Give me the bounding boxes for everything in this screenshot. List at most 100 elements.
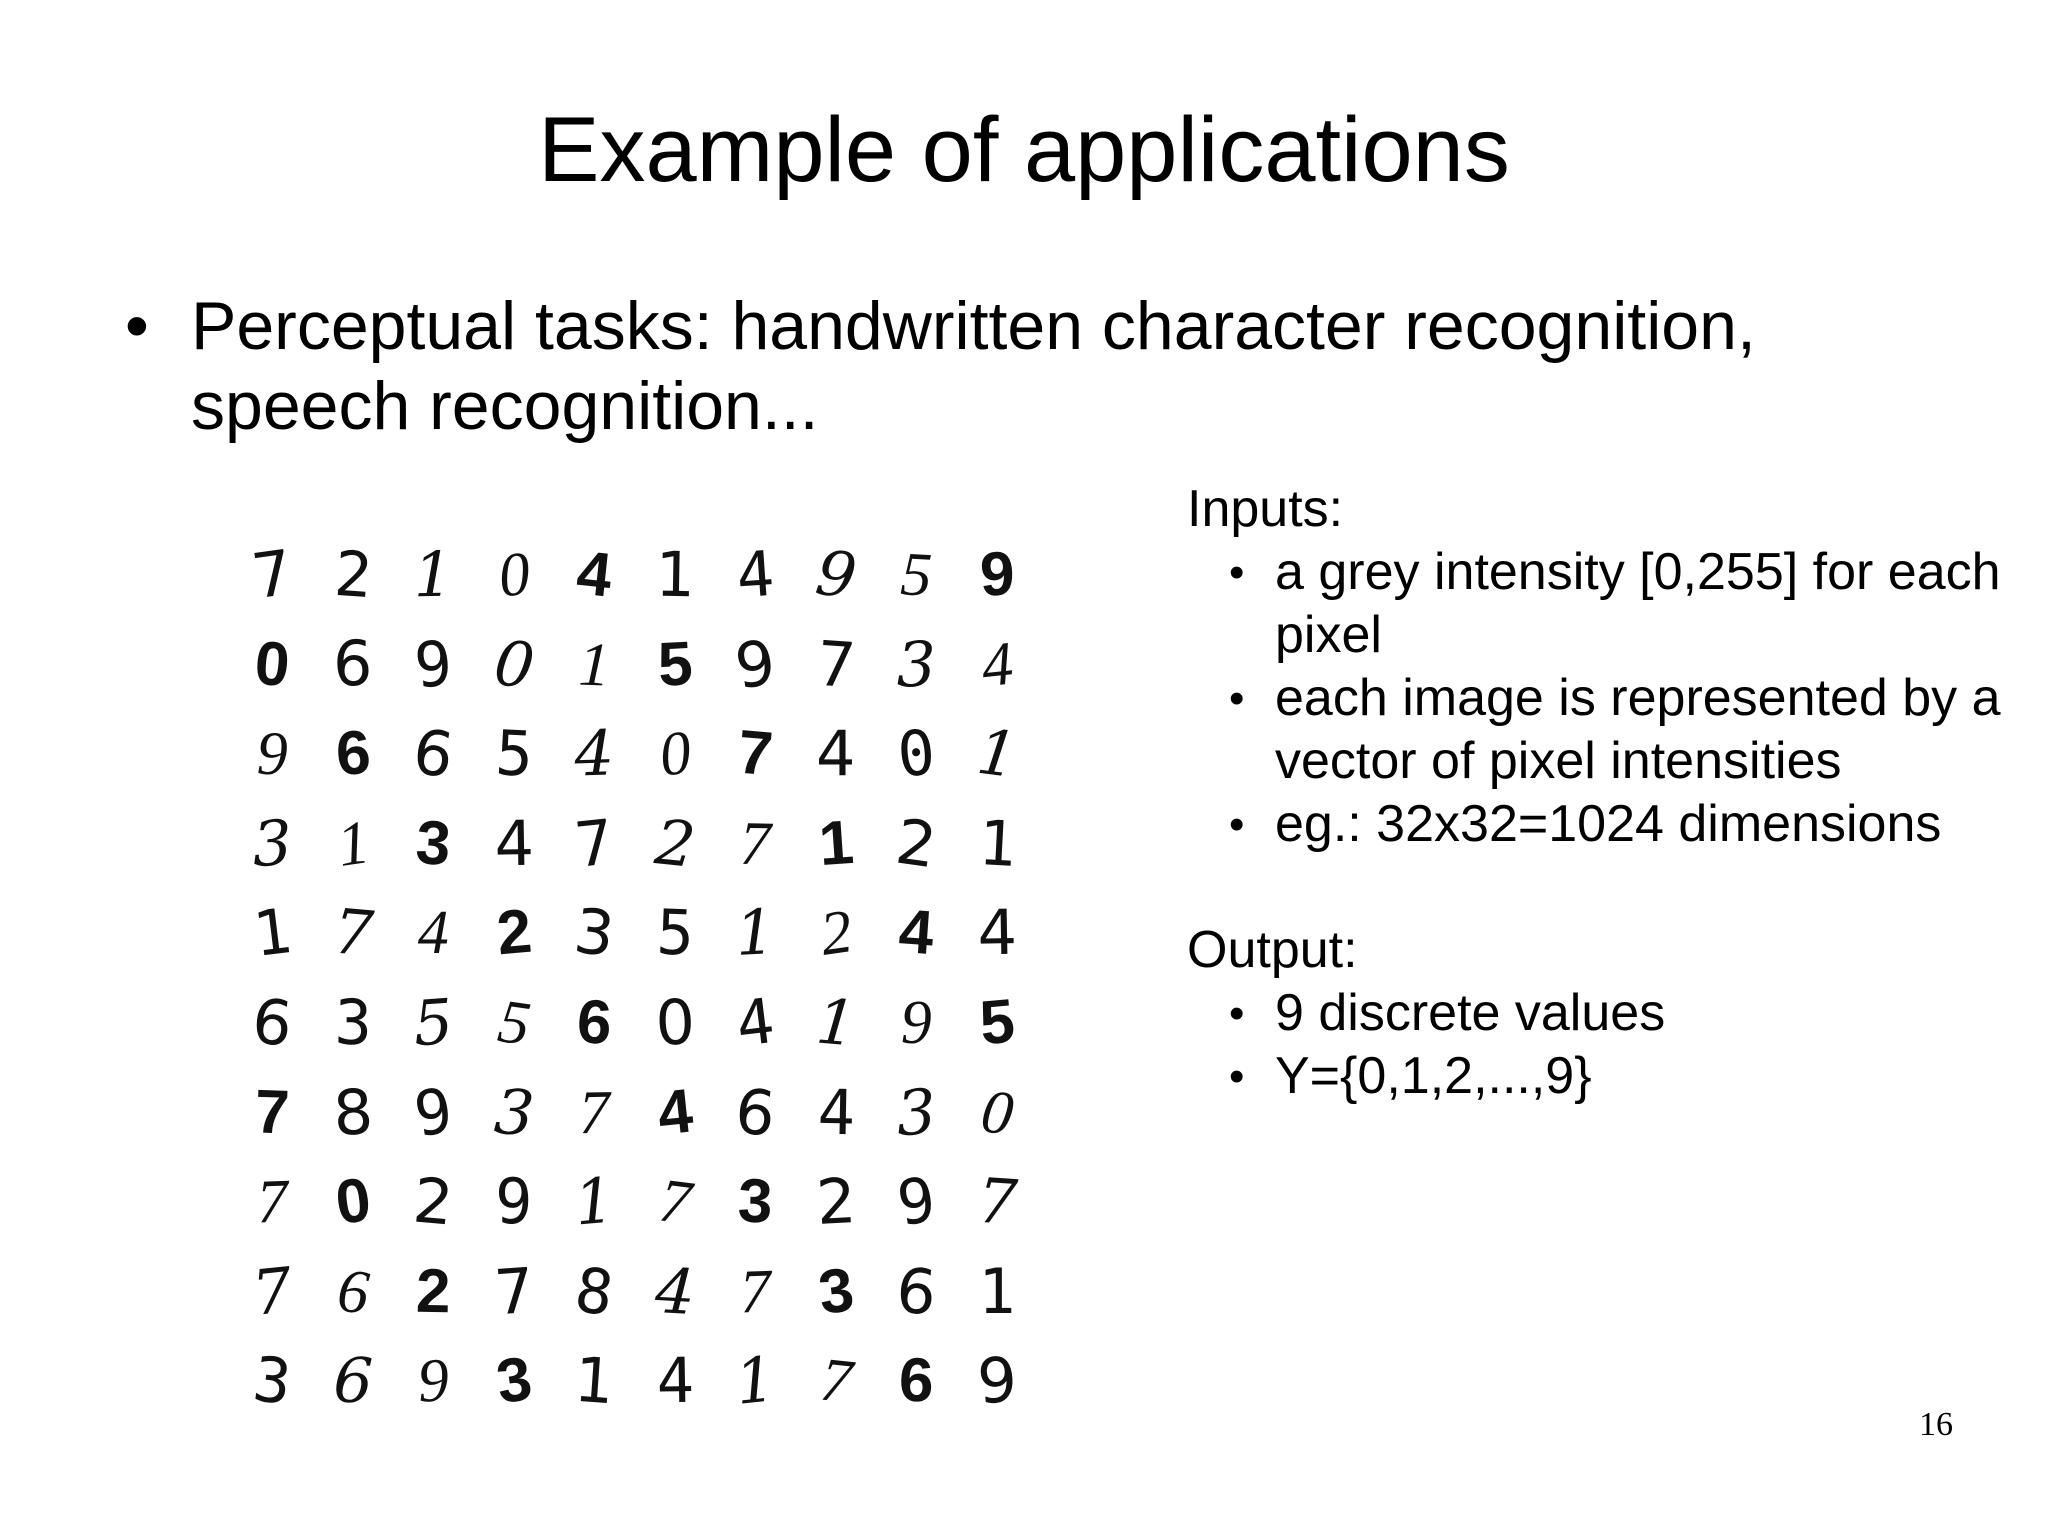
page-number: 16: [1919, 1406, 1953, 1443]
handwritten-digit: 1: [816, 807, 856, 879]
handwritten-digit: 1: [972, 714, 1021, 793]
handwritten-digit: 3: [249, 1342, 296, 1420]
handwritten-digit: 6: [731, 1073, 779, 1151]
handwritten-digit: 9: [978, 539, 1016, 610]
handwritten-digit: 9: [256, 719, 289, 789]
handwritten-digit: 4: [816, 716, 856, 790]
handwritten-digit: 3: [491, 1344, 536, 1418]
handwritten-digit: 2: [814, 1163, 858, 1239]
handwritten-digit: 4: [655, 1343, 695, 1418]
handwritten-digit: 0: [653, 985, 696, 1060]
handwritten-digit: 7: [655, 1166, 695, 1238]
handwritten-digit: 9: [409, 1073, 457, 1151]
handwritten-digit: 1: [572, 1342, 617, 1419]
handwritten-digit: 6: [248, 983, 296, 1061]
output-label: Output:: [1187, 921, 1358, 979]
list-item: • eg.: 32x32=1024 dimensions: [1187, 793, 2007, 856]
handwritten-digit: 6: [898, 1345, 935, 1416]
handwritten-digit: 7: [253, 1076, 291, 1147]
handwritten-digit: 9: [892, 1162, 940, 1241]
handwritten-digit: 8: [570, 1252, 618, 1330]
handwritten-digit: 5: [655, 628, 694, 700]
handwritten-digit: 5: [654, 895, 695, 970]
list-item-text: each image is represented by a vector of…: [1275, 669, 2001, 790]
list-item: • 9 discrete values: [1187, 982, 2007, 1045]
list-item: • a grey intensity [0,255] for each pixe…: [1187, 541, 2007, 667]
handwritten-digit: 7: [578, 1078, 611, 1147]
handwritten-digit: 6: [333, 717, 373, 790]
handwritten-digit: 7: [739, 809, 772, 878]
bullet-dot-icon: •: [1229, 674, 1245, 723]
handwritten-digit: 6: [408, 714, 458, 793]
handwritten-digit: 3: [814, 1254, 857, 1328]
handwritten-digit: 4: [573, 538, 616, 611]
handwritten-digit: 9: [730, 625, 780, 703]
bullet-dot-icon: •: [1229, 800, 1245, 849]
output-list: • 9 discrete values • Y={0,1,2,...,9}: [1187, 982, 2007, 1108]
handwritten-digit: 0: [894, 715, 938, 792]
handwritten-digit: 1: [731, 1342, 779, 1420]
handwritten-digit: 4: [976, 895, 1018, 970]
handwritten-digit: 5: [898, 540, 934, 610]
slide-title: Example of applications: [538, 99, 1510, 201]
handwritten-digit: 9: [974, 1342, 1019, 1419]
handwritten-digit: 1: [812, 984, 859, 1061]
handwritten-digit: 5: [410, 984, 456, 1061]
bullet-dot-icon: •: [1229, 548, 1245, 597]
handwritten-digit: 4: [493, 806, 535, 880]
handwritten-digit: 1: [412, 537, 454, 612]
handwritten-digit: 7: [248, 1252, 296, 1330]
handwritten-digit: 2: [415, 1256, 452, 1326]
handwritten-digit: 8: [331, 1074, 375, 1150]
list-item-text: a grey intensity [0,255] for each pixel: [1275, 543, 2001, 664]
handwritten-digit: 7: [255, 1167, 289, 1237]
list-item-text: Y={0,1,2,...,9}: [1275, 1047, 1592, 1105]
list-item-text: 9 discrete values: [1275, 984, 1666, 1042]
handwritten-digit: 7: [329, 894, 376, 971]
handwritten-digit: 6: [575, 986, 614, 1058]
handwritten-digit: 9: [811, 535, 861, 614]
handwritten-digit: 0: [252, 628, 293, 700]
handwritten-digit: 2: [493, 896, 534, 969]
list-item: • Y={0,1,2,...,9}: [1187, 1045, 2007, 1108]
handwritten-digit: 9: [411, 625, 455, 702]
handwritten-digit: 6: [333, 627, 373, 701]
handwritten-digit: 4: [573, 716, 616, 791]
handwritten-digit: 2: [410, 1163, 457, 1240]
bullet-dot-icon: •: [1229, 1052, 1245, 1101]
handwritten-digit: 9: [495, 1164, 533, 1238]
bullet-dot-icon: •: [1229, 989, 1245, 1038]
handwritten-digit: 3: [570, 894, 619, 972]
handwritten-digit: 3: [333, 985, 373, 1060]
handwritten-digit: 4: [417, 899, 449, 968]
handwritten-digit: 0: [489, 625, 538, 703]
handwritten-digit: 1: [654, 537, 696, 612]
list-item-text: eg.: 32x32=1024 dimensions: [1275, 795, 1942, 853]
section-spacer: [1187, 856, 2007, 919]
handwritten-digit: 7: [247, 535, 297, 614]
main-bullet-text: Perceptual tasks: handwritten character …: [191, 288, 1756, 444]
handwritten-digit: 2: [651, 804, 699, 882]
handwritten-digit: 4: [732, 983, 779, 1061]
handwritten-digit: 7: [571, 804, 617, 882]
handwritten-digit: 2: [891, 804, 941, 882]
list-item: • each image is represented by a vector …: [1187, 667, 2007, 793]
handwritten-digit: 6: [333, 1256, 372, 1327]
handwritten-digit: 4: [977, 628, 1016, 700]
handwritten-digit: 7: [738, 1257, 772, 1327]
handwritten-digit: 7: [974, 1163, 1020, 1240]
handwritten-digit: 7: [814, 626, 857, 702]
handwritten-digit: 7: [735, 717, 776, 790]
handwritten-digit: 1: [571, 1163, 618, 1240]
side-panel: Inputs: • a grey intensity [0,255] for e…: [1187, 478, 2007, 1108]
handwritten-digit: 4: [653, 1253, 697, 1329]
handwritten-digit: 0: [976, 1076, 1017, 1149]
handwritten-digit: 1: [332, 807, 373, 880]
handwritten-digit: 6: [331, 1343, 374, 1418]
handwritten-digit: 5: [493, 986, 534, 1059]
handwritten-digit: 4: [653, 1075, 696, 1148]
handwritten-digit: 1: [577, 629, 611, 699]
handwritten-digit: 5: [493, 716, 535, 791]
handwritten-digit: 3: [250, 805, 294, 881]
